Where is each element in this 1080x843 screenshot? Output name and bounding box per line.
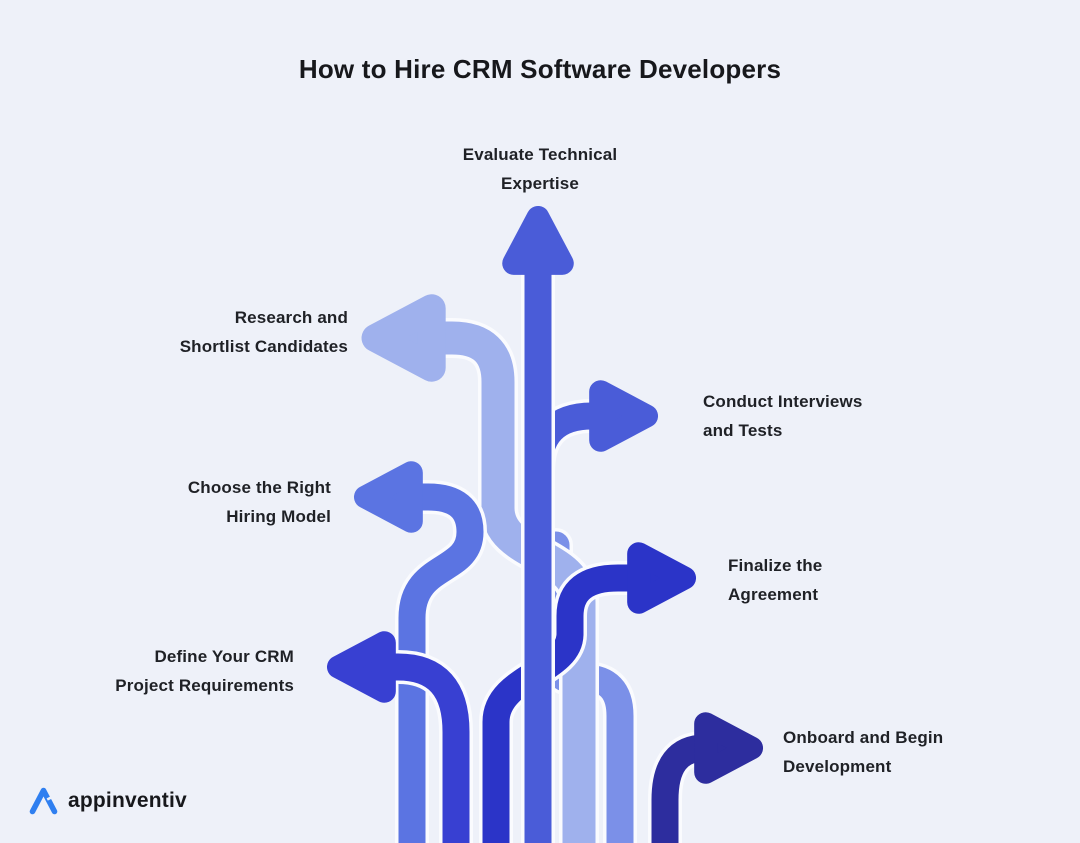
label-line: Shortlist Candidates — [179, 337, 348, 356]
label-line: Expertise — [501, 174, 579, 193]
arrow-define — [326, 631, 473, 843]
arrow-choose — [353, 461, 488, 843]
label-line: Agreement — [728, 585, 819, 604]
label-line: Project Requirements — [115, 676, 294, 695]
label-line: Onboard and Begin — [783, 728, 944, 747]
label-line: and Tests — [703, 421, 783, 440]
brand-logo: appinventiv — [28, 786, 187, 815]
arrow-finalize — [479, 542, 697, 843]
label-line: Research and — [234, 308, 348, 327]
label-finalize-agreement: Finalize the Agreement — [728, 551, 822, 609]
label-line: Choose the Right — [187, 478, 331, 497]
appinventiv-logo-icon — [29, 787, 58, 815]
label-line: Define Your CRM — [154, 647, 294, 666]
arrow-research — [361, 294, 599, 843]
label-choose-hiring-model: Choose the Right Hiring Model — [188, 473, 331, 531]
label-evaluate-technical-expertise: Evaluate Technical Expertise — [0, 140, 1080, 198]
label-line: Conduct Interviews — [703, 392, 863, 411]
label-conduct-interviews-tests: Conduct Interviews and Tests — [703, 387, 863, 445]
arrow-onboard — [648, 712, 764, 843]
label-line: Evaluate Technical — [462, 145, 618, 164]
label-define-crm-requirements: Define Your CRM Project Requirements — [115, 642, 294, 700]
label-research-shortlist-candidates: Research and Shortlist Candidates — [180, 303, 348, 361]
brand-name: appinventiv — [68, 788, 187, 812]
label-line: Hiring Model — [226, 507, 331, 526]
label-line: Development — [783, 757, 892, 776]
label-line: Finalize the — [728, 556, 823, 575]
page-title: How to Hire CRM Software Developers — [298, 54, 782, 84]
label-onboard-begin-development: Onboard and Begin Development — [783, 723, 943, 781]
